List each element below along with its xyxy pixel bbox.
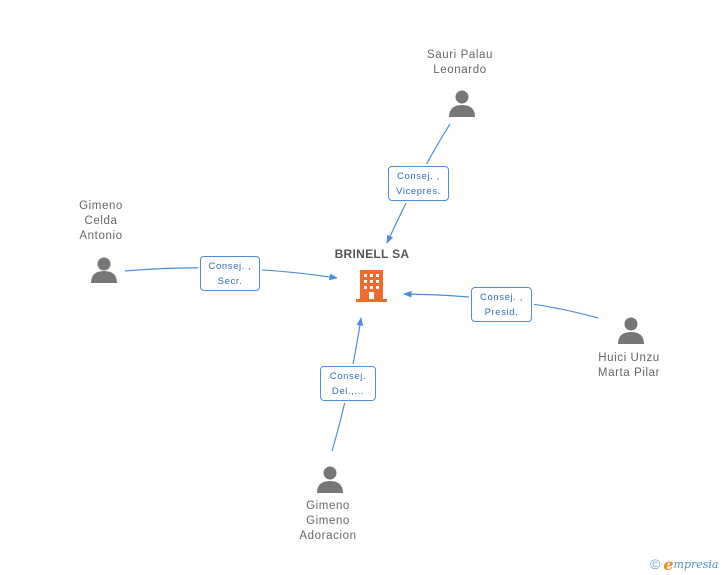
relation-label-gimeno-gimeno[interactable]: Consej. Del.,...	[320, 366, 376, 401]
name-line: Celda	[84, 215, 118, 227]
relation-line: Del.,...	[331, 386, 365, 397]
name-line: Adoracion	[299, 530, 357, 542]
person-icon[interactable]	[317, 466, 343, 494]
relation-line: Secr.	[217, 276, 243, 287]
brand-initial: e	[663, 554, 674, 574]
person-icon[interactable]	[91, 257, 117, 284]
name-line: Leonardo	[433, 64, 487, 76]
person-name-gimeno-celda[interactable]: Gimeno Celda Antonio	[51, 199, 151, 244]
relation-label-sauri[interactable]: Consej. , Vicepres.	[388, 166, 449, 201]
relation-line: Presid.	[484, 307, 519, 318]
name-line: Antonio	[79, 230, 123, 242]
relation-label-huici[interactable]: Consej. , Presid.	[471, 287, 532, 322]
company-name[interactable]: BRINELL SA	[334, 247, 410, 261]
person-icon[interactable]	[618, 317, 644, 345]
brand-name: mpresia	[673, 557, 719, 571]
person-icon[interactable]	[449, 90, 475, 118]
relation-line: Consej.	[329, 371, 367, 382]
name-line: Sauri Palau	[426, 49, 494, 61]
person-name-sauri[interactable]: Sauri Palau Leonardo	[400, 48, 520, 78]
name-line: Huici Unzu	[598, 352, 660, 364]
person-name-gimeno-gimeno[interactable]: Gimeno Gimeno Adoracion	[273, 499, 383, 544]
name-line: Gimeno	[306, 515, 350, 527]
person-name-huici[interactable]: Huici Unzu Marta Pilar	[574, 351, 684, 381]
name-line: Gimeno	[306, 500, 350, 512]
relation-line: Vicepres.	[396, 186, 441, 197]
name-line: Marta Pilar	[597, 367, 661, 379]
relation-line: Consej. ,	[208, 261, 252, 272]
name-line: Gimeno	[79, 200, 123, 212]
relation-line: Consej. ,	[480, 292, 523, 303]
building-icon[interactable]	[356, 270, 387, 302]
relation-line: Consej. ,	[397, 171, 440, 182]
copyright-symbol: ©	[650, 556, 661, 572]
relation-label-gimeno-celda[interactable]: Consej. , Secr.	[200, 256, 260, 291]
